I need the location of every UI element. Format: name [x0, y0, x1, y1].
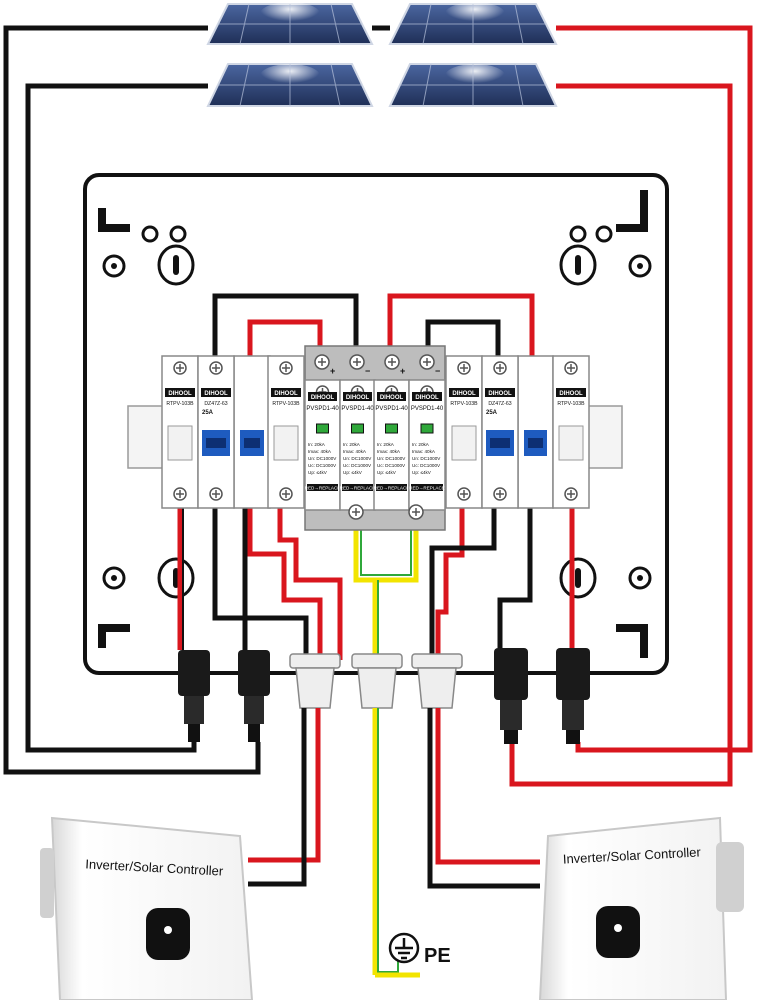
spd-spec: In: 20kA	[412, 442, 430, 447]
spd-polarity-label: +	[400, 366, 405, 376]
mc4-connector-left-1[interactable]	[178, 650, 210, 742]
spd-spec: Up: ≤4kV	[343, 470, 363, 475]
spd-indicator	[385, 423, 398, 434]
module-brand: DIHOOL	[559, 391, 583, 397]
spd-polarity-label: −	[365, 366, 370, 376]
spd-spec: In: 20kA	[377, 442, 395, 447]
spd-spec: Un: DC1000V	[343, 456, 372, 461]
spd-spec: Up: ≤4kV	[308, 470, 328, 475]
mc4-connector-right-2[interactable]	[556, 648, 590, 744]
module-rating: 25A	[486, 410, 498, 416]
wire-string1-positive	[556, 25, 753, 753]
module-model: RTPV-103B	[557, 401, 585, 407]
spd-spec: Up: ≤4kV	[412, 470, 432, 475]
module-brand: DIHOOL	[380, 395, 404, 401]
module-isolator-3[interactable]: DIHOOL RTPV-103B	[267, 355, 305, 509]
module-rating: 25A	[202, 410, 214, 416]
spd-indicator	[420, 423, 434, 434]
mc4-connector-left-2[interactable]	[238, 650, 270, 742]
cable-gland-center	[351, 653, 403, 709]
module-model: RTPV-103B	[272, 401, 300, 407]
module-brand: DIHOOL	[274, 391, 298, 397]
spd-footer: RED→REPLACE	[340, 486, 376, 491]
isolator-switch[interactable]	[451, 425, 477, 461]
wire-string1-negative	[3, 25, 261, 775]
cable-glands	[289, 653, 463, 709]
blank-module	[233, 355, 271, 509]
spd-spec: In: 20kA	[343, 442, 361, 447]
module-isolator-1[interactable]: DIHOOL RTPV-103B	[161, 355, 199, 509]
spd-spec: Uc: DC1000V	[412, 463, 441, 468]
module-brand: DIHOOL	[415, 395, 439, 401]
spd-spec: Uc: DC1000V	[343, 463, 372, 468]
cable-gland-left	[289, 653, 341, 709]
wire-string2-negative	[25, 83, 208, 753]
mc4-connector-right-1[interactable]	[494, 648, 528, 744]
inverter-left-label: Inverter/Solar Controller	[85, 856, 224, 878]
spd-footer: RED→REPLACE	[374, 486, 410, 491]
spd-polarity-label: +	[330, 366, 335, 376]
module-brand: DIHOOL	[204, 391, 228, 397]
spd-spec: Un: DC1000V	[412, 456, 441, 461]
solar-array	[206, 2, 558, 107]
spd-spec: Imax: 40kA	[343, 449, 367, 454]
module-model: PVSPD1-40	[341, 406, 374, 412]
module-brand: DIHOOL	[452, 391, 476, 397]
internal-output-wires	[177, 505, 575, 660]
module-brand: DIHOOL	[488, 391, 512, 397]
module-brand: DIHOOL	[168, 391, 192, 397]
spd-spec: Imax: 40kA	[308, 449, 332, 454]
blank-module	[517, 355, 554, 509]
spd-footer: RED→REPLACE	[305, 486, 341, 491]
pe-label: PE	[424, 945, 451, 967]
internal-jumpers	[212, 293, 535, 356]
ground-icon	[395, 938, 413, 960]
din-modules: DIHOOL RTPV-103B DIHOOL DZ47Z-63 25A DIHOOL RT…	[161, 345, 590, 531]
spd-polarity-label: −	[435, 366, 440, 376]
spd-indicator	[316, 423, 329, 434]
spd-spec: Imax: 40kA	[412, 449, 436, 454]
corner-bracket-icon	[98, 208, 130, 232]
wire-string2-positive	[509, 83, 733, 787]
module-breaker-9[interactable]: DIHOOL DZ47Z-63 25A	[481, 355, 519, 509]
module-isolator-10[interactable]: DIHOOL RTPV-103B	[552, 355, 590, 509]
inverter-feed-wires	[248, 708, 540, 978]
module-isolator-8[interactable]: DIHOOL RTPV-103B	[445, 355, 483, 509]
module-model: RTPV-103B	[450, 401, 478, 407]
spd-spec: In: 20kA	[308, 442, 326, 447]
isolator-switch[interactable]	[167, 425, 193, 461]
module-model: RTPV-103B	[166, 401, 194, 407]
pe-ground: PE	[388, 932, 451, 967]
earth-wires	[353, 525, 419, 660]
spd-spec: Un: DC1000V	[308, 456, 337, 461]
module-model: PVSPD1-40	[411, 406, 444, 412]
spd-spec: Up: ≤4kV	[377, 470, 397, 475]
isolator-switch[interactable]	[558, 425, 584, 461]
isolator-switch[interactable]	[273, 425, 299, 461]
spd-spec: Uc: DC1000V	[377, 463, 406, 468]
module-model: PVSPD1-40	[375, 406, 408, 412]
module-brand: DIHOOL	[346, 395, 370, 401]
inverter-right-label: Inverter/Solar Controller	[562, 844, 701, 866]
module-model: DZ47Z-63	[204, 401, 227, 407]
inverter-left[interactable]: Inverter/Solar Controller	[40, 816, 254, 1000]
spd-spec: Un: DC1000V	[377, 456, 406, 461]
spd-spec: Imax: 40kA	[377, 449, 401, 454]
spd-spec: Uc: DC1000V	[308, 463, 337, 468]
inverter-right[interactable]: Inverter/Solar Controller	[538, 816, 744, 1000]
module-brand: DIHOOL	[311, 395, 335, 401]
cable-gland-right	[411, 653, 463, 709]
pv-string-wires	[3, 25, 753, 787]
spd-footer: RED→REPLACE	[409, 486, 445, 491]
module-breaker-2[interactable]: DIHOOL DZ47Z-63 25A	[197, 355, 235, 509]
module-model: PVSPD1-40	[306, 406, 339, 412]
spd-indicator	[351, 423, 364, 434]
module-model: DZ47Z-63	[488, 401, 511, 407]
